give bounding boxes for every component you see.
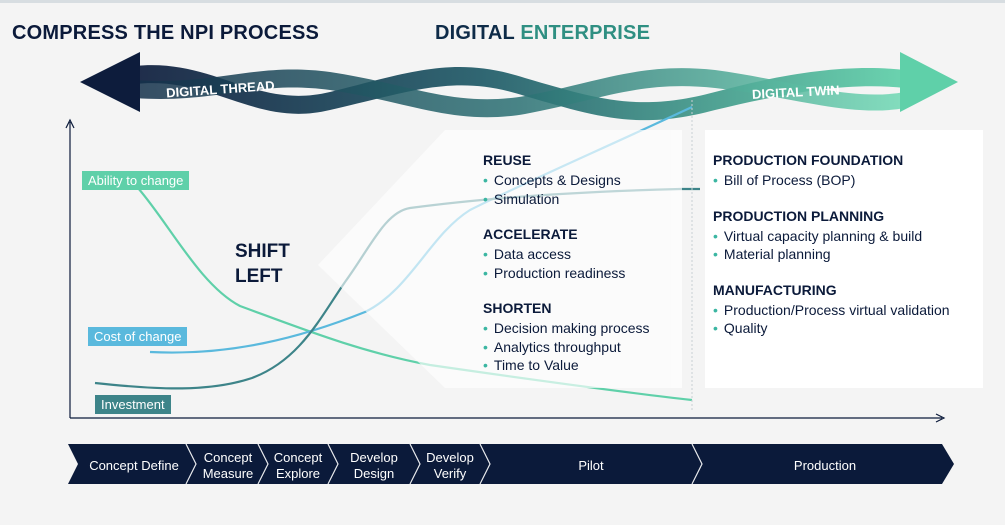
section-heading: PRODUCTION PLANNING	[713, 207, 885, 224]
stage-concept-define: Concept Define	[80, 449, 188, 482]
section-heading: MANUFACTURING	[713, 281, 837, 298]
stage-shape-4	[328, 444, 420, 484]
digital-twin-label: DIGITAL TWIN	[752, 82, 840, 102]
ability-to-change-label: Ability to change	[82, 171, 190, 190]
stage-shape-3	[258, 444, 338, 484]
list-item: Bill of Process (BOP)	[713, 171, 950, 190]
title-word-digital: DIGITAL	[435, 22, 515, 44]
stage-label-5b: Verify	[433, 465, 467, 481]
stage-label-2b: Measure	[202, 465, 254, 481]
stage-label-3a: Concept	[273, 449, 323, 465]
stage-label-1: Concept Define	[89, 457, 179, 473]
stage-production: Production	[702, 449, 948, 482]
stage-label-6: Pilot	[578, 457, 604, 473]
right-arrowhead	[900, 52, 958, 112]
title-word-enterprise: ENTERPRISE	[520, 22, 651, 44]
section-list: Production/Process virtual validationQua…	[713, 301, 950, 338]
stage-pilot: Pilot	[490, 449, 692, 482]
list-item: Quality	[713, 319, 950, 338]
stage-label-3b: Explore	[275, 465, 321, 481]
stage-label-4a: Develop	[350, 449, 398, 465]
list-item: Analytics throughput	[483, 338, 650, 357]
stage-shape-7	[692, 444, 954, 484]
section-list: Virtual capacity planning & buildMateria…	[713, 227, 950, 264]
chart-axes	[65, 118, 946, 423]
list-item: Material planning	[713, 245, 950, 264]
cost-of-change-label: Cost of change	[88, 327, 188, 346]
shift-label-line2: LEFT	[235, 266, 283, 287]
stage-shape-5	[410, 444, 490, 484]
section-heading: ACCELERATE	[483, 226, 578, 242]
list-item: Time to Value	[483, 356, 650, 375]
stage-shape-6	[480, 444, 702, 484]
ribbon-strand-b	[135, 68, 905, 118]
investment-label: Investment	[95, 395, 171, 414]
section-heading: REUSE	[483, 152, 532, 168]
left-arrowhead	[80, 52, 140, 112]
benefits-column: REUSE Concepts & DesignsSimulationACCELER…	[483, 152, 650, 393]
stage-label-2a: Concept	[203, 449, 253, 465]
stage-shape-2	[186, 444, 268, 484]
ribbon-strand-a	[135, 65, 905, 121]
production-column: PRODUCTION FOUNDATION Bill of Process (BO…	[713, 152, 950, 356]
stage-chevrons	[68, 443, 954, 485]
stage-label-5a: Develop	[426, 449, 474, 465]
stage-label-7: Production	[793, 457, 857, 473]
stage-label-4b: Design	[353, 465, 395, 481]
list-item: Data access	[483, 245, 650, 264]
list-item: Virtual capacity planning & build	[713, 227, 950, 246]
top-rule	[0, 0, 1005, 3]
shift-label-line1: SHIFT	[235, 241, 290, 262]
list-item: Concepts & Designs	[483, 171, 650, 190]
stage-shape-1	[68, 444, 196, 484]
list-item: Production/Process virtual validation	[713, 301, 950, 320]
list-item: Production readiness	[483, 264, 650, 283]
section-list: Concepts & DesignsSimulation	[483, 171, 650, 208]
list-item: Decision making process	[483, 319, 650, 338]
section-list: Data accessProduction readiness	[483, 245, 650, 282]
section-list: Bill of Process (BOP)	[713, 171, 950, 190]
section-heading: PRODUCTION FOUNDATION	[713, 152, 904, 168]
title-compress-npi: COMPRESS THE NPI PROCESS	[12, 22, 320, 44]
list-item: Simulation	[483, 190, 650, 209]
title-digital-enterprise: DIGITAL ENTERPRISE	[435, 22, 650, 45]
section-list: Decision making processAnalytics through…	[483, 319, 650, 375]
digital-thread-twin-ribbon: DIGITAL THREAD DIGITAL TWIN	[80, 52, 958, 121]
section-heading: SHORTEN	[483, 300, 552, 316]
